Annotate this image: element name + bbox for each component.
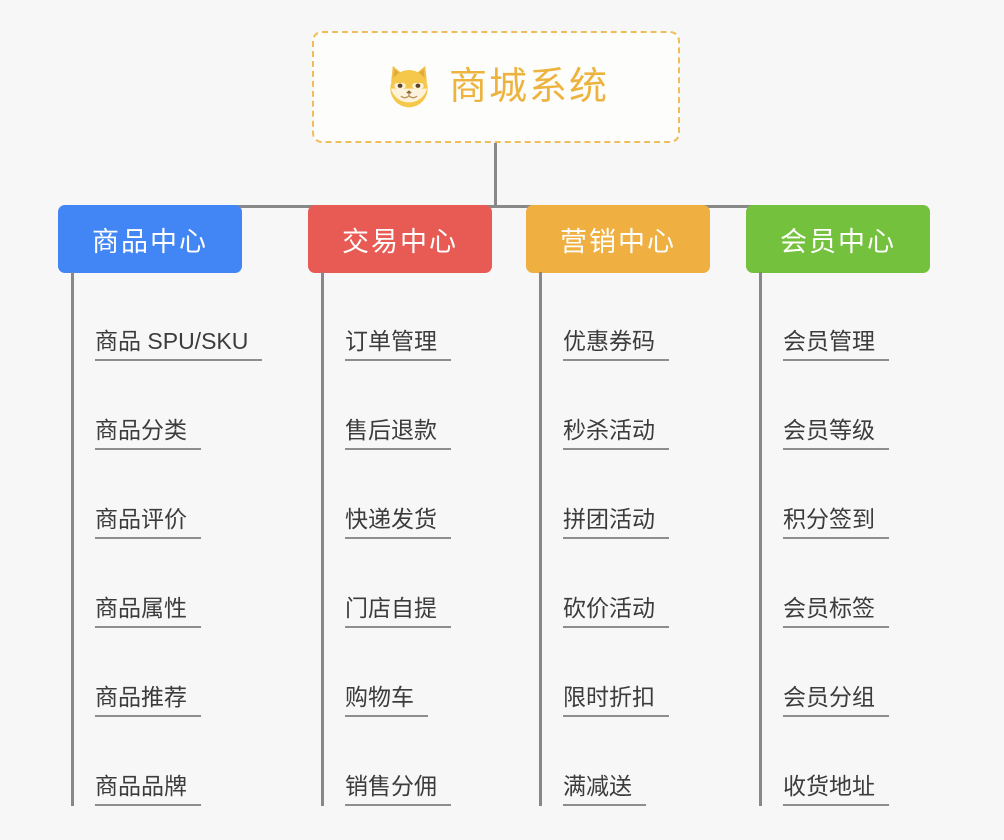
category-box-member-center[interactable]: 会员中心 <box>746 205 930 273</box>
leaf-item-label: 售后退款 <box>345 418 451 450</box>
leaf-spine <box>759 272 762 806</box>
leaf-item-label: 优惠券码 <box>563 329 669 361</box>
category-label: 营销中心 <box>560 226 676 257</box>
category-label: 会员中心 <box>780 226 896 257</box>
leaf-item-label: 会员管理 <box>783 329 889 361</box>
leaf-item-label: 拼团活动 <box>563 507 669 539</box>
leaf-column-marketing-center: 优惠券码 秒杀活动 拼团活动 砍价活动 限时折扣 满减送 <box>539 272 669 806</box>
leaf-item[interactable]: 商品推荐 <box>71 628 262 717</box>
leaf-spine <box>321 272 324 806</box>
leaf-item-label: 商品属性 <box>95 596 201 628</box>
leaf-item-label: 销售分佣 <box>345 774 451 806</box>
leaf-item[interactable]: 商品评价 <box>71 450 262 539</box>
leaf-item-label: 购物车 <box>345 685 428 717</box>
leaf-item-label: 秒杀活动 <box>563 418 669 450</box>
leaf-item[interactable]: 会员管理 <box>759 272 889 361</box>
leaf-item-label: 会员标签 <box>783 596 889 628</box>
leaf-item-label: 商品分类 <box>95 418 201 450</box>
leaf-item[interactable]: 砍价活动 <box>539 539 669 628</box>
leaf-item[interactable]: 会员标签 <box>759 539 889 628</box>
leaf-item-label: 商品 SPU/SKU <box>95 329 263 361</box>
leaf-item[interactable]: 商品分类 <box>71 361 262 450</box>
leaf-item-label: 快递发货 <box>345 507 451 539</box>
leaf-item[interactable]: 售后退款 <box>321 361 451 450</box>
leaf-spine <box>71 272 74 806</box>
leaf-item-label: 商品推荐 <box>95 685 201 717</box>
root-node-mall-system[interactable]: 商城系统 <box>312 31 680 143</box>
connector-horizontal-bus <box>149 205 841 208</box>
category-box-marketing-center[interactable]: 营销中心 <box>526 205 710 273</box>
shiba-dog-icon <box>390 65 428 108</box>
leaf-item[interactable]: 收货地址 <box>759 717 889 806</box>
leaf-column-member-center: 会员管理 会员等级 积分签到 会员标签 会员分组 收货地址 <box>759 272 889 806</box>
leaf-item-label: 会员分组 <box>783 685 889 717</box>
leaf-item-label: 商品品牌 <box>95 774 201 806</box>
leaf-item-label: 满减送 <box>563 774 646 806</box>
leaf-column-trade-center: 订单管理 售后退款 快递发货 门店自提 购物车 销售分佣 <box>321 272 451 806</box>
leaf-item[interactable]: 商品 SPU/SKU <box>71 272 263 361</box>
leaf-item[interactable]: 销售分佣 <box>321 717 451 806</box>
root-node-label: 商城系统 <box>448 66 609 108</box>
leaf-item[interactable]: 订单管理 <box>321 272 451 361</box>
leaf-item[interactable]: 拼团活动 <box>539 450 669 539</box>
leaf-item[interactable]: 秒杀活动 <box>539 361 669 450</box>
leaf-item[interactable]: 商品属性 <box>71 539 262 628</box>
leaf-item[interactable]: 积分签到 <box>759 450 889 539</box>
leaf-item-label: 积分签到 <box>783 507 889 539</box>
leaf-item[interactable]: 会员分组 <box>759 628 889 717</box>
leaf-item[interactable]: 优惠券码 <box>539 272 669 361</box>
leaf-item-label: 商品评价 <box>95 507 201 539</box>
leaf-item[interactable]: 快递发货 <box>321 450 451 539</box>
category-label: 商品中心 <box>92 226 208 257</box>
leaf-column-product-center: 商品 SPU/SKU 商品分类 商品评价 商品属性 商品推荐 商品品牌 <box>71 272 263 806</box>
category-box-product-center[interactable]: 商品中心 <box>58 205 242 273</box>
leaf-item-label: 会员等级 <box>783 418 889 450</box>
leaf-item[interactable]: 商品品牌 <box>71 717 262 806</box>
category-box-trade-center[interactable]: 交易中心 <box>308 205 492 273</box>
category-label: 交易中心 <box>342 226 458 257</box>
leaf-spine <box>539 272 542 806</box>
leaf-item-label: 收货地址 <box>783 774 889 806</box>
leaf-item-label: 门店自提 <box>345 596 451 628</box>
leaf-item-label: 限时折扣 <box>563 685 669 717</box>
connector-root-stem <box>494 143 497 208</box>
leaf-item[interactable]: 门店自提 <box>321 539 451 628</box>
leaf-item[interactable]: 会员等级 <box>759 361 889 450</box>
leaf-item[interactable]: 限时折扣 <box>539 628 669 717</box>
leaf-item-label: 订单管理 <box>345 329 451 361</box>
leaf-item[interactable]: 满减送 <box>539 717 669 806</box>
leaf-item[interactable]: 购物车 <box>321 628 451 717</box>
leaf-item-label: 砍价活动 <box>563 596 669 628</box>
